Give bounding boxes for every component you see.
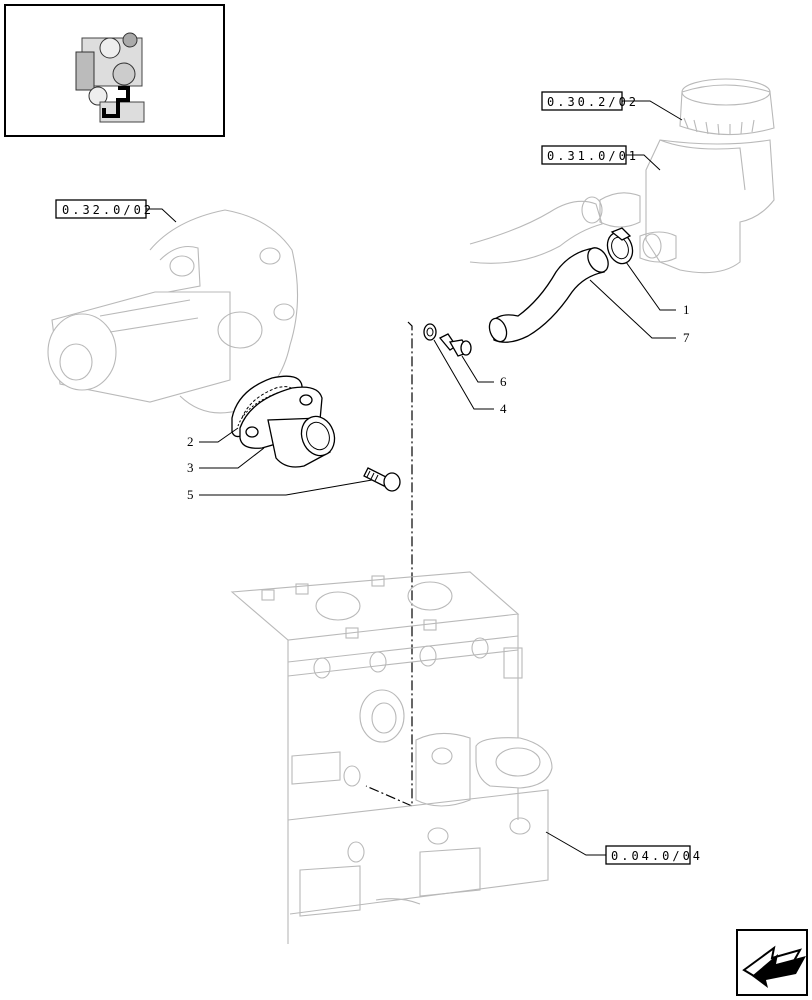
ref-block[interactable]: 0.04.0/04 [605, 845, 703, 865]
fitting-part-6[interactable] [438, 333, 472, 357]
outlet-elbow-part-3[interactable] [239, 386, 340, 468]
engine-thumbnail-icon [75, 32, 145, 123]
back-arrow-icon[interactable] [736, 929, 808, 996]
hose-part-7[interactable] [486, 244, 612, 344]
ref-pump[interactable]: 0.32.0/02 [55, 199, 154, 219]
ref-filter-top[interactable]: 0.30.2/02 [541, 91, 639, 111]
clamp-part-1[interactable] [603, 227, 636, 267]
callout-5: 5 [187, 487, 194, 502]
callout-6: 6 [500, 374, 507, 389]
water-pump-ghost [47, 209, 299, 414]
bolt-part-5[interactable] [363, 467, 401, 492]
engine-block-ghost [230, 571, 553, 944]
oil-filter-ghost [469, 78, 775, 274]
svg-text:0.32.0/02: 0.32.0/02 [62, 203, 154, 217]
callout-7: 7 [683, 330, 690, 345]
svg-text:0.04.0/04: 0.04.0/04 [611, 849, 703, 863]
washer-part-4[interactable] [423, 323, 437, 341]
engine-thumbnail[interactable] [4, 4, 225, 137]
callout-4: 4 [500, 401, 507, 416]
ref-filter-base[interactable]: 0.31.0/01 [541, 145, 639, 165]
callout-2: 2 [187, 434, 194, 449]
callout-3: 3 [187, 460, 194, 475]
alignment-line [365, 321, 413, 807]
callout-1: 1 [683, 302, 690, 317]
svg-text:0.30.2/02: 0.30.2/02 [547, 95, 639, 109]
svg-text:0.31.0/01: 0.31.0/01 [547, 149, 639, 163]
